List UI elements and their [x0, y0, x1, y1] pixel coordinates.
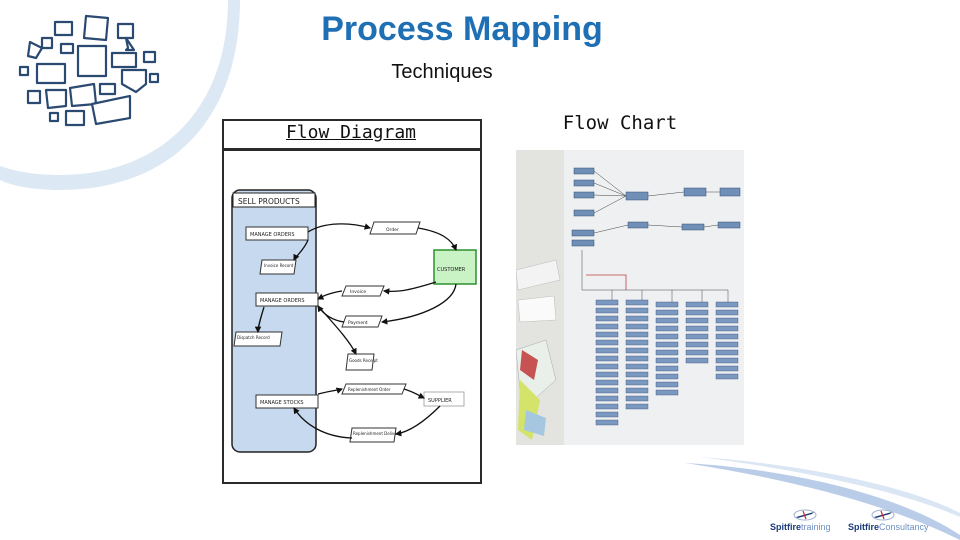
- logo-suffix: training: [801, 522, 831, 532]
- logo-brand: Spitfire: [848, 522, 880, 532]
- data-replenishment-order: Replenishment Order: [341, 383, 407, 395]
- process-label: MANAGE ORDERS: [250, 232, 295, 238]
- data-label: Goods Receipt: [349, 358, 378, 363]
- swimlane-title: SELL PRODUCTS: [238, 197, 300, 206]
- flow-connectors: [254, 223, 458, 439]
- flow-chart-photo: [516, 150, 744, 445]
- logo-text: SpitfireConsultancy: [848, 522, 929, 532]
- data-label: Invoice: [350, 289, 366, 295]
- external-label: SUPPLIER: [428, 398, 452, 404]
- flow-chart-heading: Flow Chart: [562, 112, 678, 134]
- data-goods-receipt: Goods Receipt: [345, 353, 378, 371]
- store-invoice-record: Invoice Record: [259, 259, 297, 275]
- data-label: Replenishment Order: [348, 387, 391, 392]
- process-manage-orders-1: MANAGE ORDERS: [245, 226, 309, 241]
- flow-diagram: SELL PRODUCTS MANAGE ORDERS MANAGE ORDER…: [231, 189, 477, 453]
- data-replenishment-delivery: Replenishment Delivery: [349, 427, 401, 443]
- data-payment: Payment: [341, 315, 383, 328]
- slide-subtitle: Techniques: [391, 61, 493, 83]
- data-invoice: Invoice: [341, 285, 385, 297]
- logo-spitfire-training: Spitfiretraining: [770, 508, 850, 536]
- spitfire-plane-icon: [793, 509, 817, 521]
- store-dispatch-record: Dispatch Record: [233, 331, 283, 347]
- process-manage-stocks: MANAGE STOCKS: [255, 394, 319, 409]
- footer-logos: Spitfiretraining SpitfireConsultancy: [770, 508, 955, 536]
- external-supplier: SUPPLIER: [423, 391, 465, 407]
- data-label: Payment: [348, 320, 368, 326]
- store-label: Invoice Record: [264, 263, 294, 268]
- logo-text: Spitfiretraining: [770, 522, 831, 532]
- logo-spitfire-consultancy: SpitfireConsultancy: [848, 508, 955, 536]
- spitfire-plane-icon: [871, 509, 895, 521]
- data-label: Replenishment Delivery: [353, 431, 401, 436]
- flow-diagram-heading: Flow Diagram: [285, 122, 417, 143]
- corner-decoration: [0, 0, 240, 190]
- logo-suffix: Consultancy: [879, 522, 929, 532]
- store-label: Dispatch Record: [237, 335, 270, 340]
- external-label: CUSTOMER: [437, 267, 466, 273]
- process-label: MANAGE ORDERS: [260, 298, 305, 304]
- process-manage-orders-2: MANAGE ORDERS: [255, 292, 319, 307]
- data-label: Order: [386, 227, 399, 233]
- process-label: MANAGE STOCKS: [260, 400, 304, 406]
- flow-diagram-divider: [224, 148, 480, 151]
- logo-brand: Spitfire: [770, 522, 802, 532]
- external-customer: CUSTOMER: [433, 249, 477, 285]
- slide-title: Process Mapping: [321, 10, 603, 48]
- data-order: Order: [369, 221, 421, 235]
